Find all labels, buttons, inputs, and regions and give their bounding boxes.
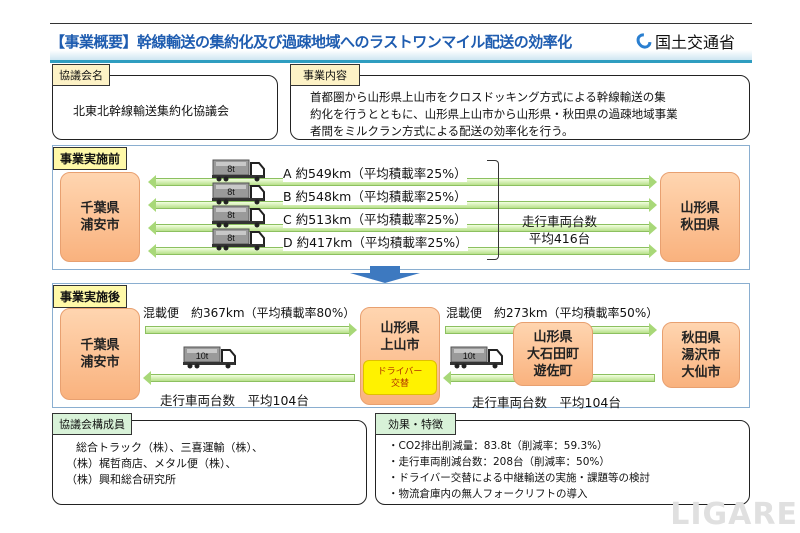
members-label: 協議会構成員	[52, 413, 132, 435]
after-origin: 千葉県浦安市	[60, 308, 140, 400]
route-label: D 約417km（平均積載率25%）	[283, 232, 468, 251]
logo-icon	[633, 30, 655, 52]
origin-line: 浦安市	[80, 218, 120, 233]
before-vehicles: 走行車両台数平均416台	[522, 213, 597, 247]
after-label: 事業実施後	[53, 285, 128, 308]
leg1-text: 混載便 約367km（平均積載率80%）	[143, 306, 356, 320]
driver-swap-badge: ドライバー交替	[363, 360, 437, 395]
svg-text:8t: 8t	[227, 187, 235, 197]
effect-line: ・CO2排出削減量：83.8t（削減率：59.3%）	[388, 440, 608, 452]
driver-line: ドライバー	[377, 366, 423, 377]
dest-line: 山形県	[680, 201, 720, 216]
origin-line: 浦安市	[80, 355, 120, 370]
member-line: 総合トラック（株）、三喜運輸（株）、	[76, 441, 263, 454]
truck-icon: 8t	[212, 204, 266, 232]
down-arrow-icon	[370, 266, 400, 274]
leg1-return-arrow	[143, 371, 355, 385]
down-arrow-head-icon	[350, 273, 420, 283]
hub-line: 山形県	[380, 321, 420, 336]
council-name: 北東北幹線輸送集約化協議会	[73, 104, 230, 118]
svg-text:8t: 8t	[227, 164, 235, 174]
content-box	[290, 75, 750, 140]
effect-line: ・ドライバー交替による中継輸送の実施・課題等の検討	[388, 472, 650, 484]
effect-line: ・物流倉庫内の無人フォークリフトの導入	[388, 488, 588, 500]
origin-line: 千葉県	[80, 338, 120, 353]
logo-text: 国土交通省	[655, 33, 736, 52]
truck-icon: 8t	[212, 181, 266, 209]
effect-line: ・走行車両削減台数：208台（削減率：50%）	[388, 456, 610, 468]
route-label: B 約548km（平均積載率25%）	[283, 186, 467, 205]
vehicles-count: 平均416台	[528, 231, 591, 246]
council-label: 協議会名	[52, 64, 110, 86]
mid-line: 大石田町	[526, 346, 579, 362]
hub-line: 上山市	[380, 338, 420, 353]
content-line: 者間をミルクラン方式による配送の効率化を行う。	[310, 124, 574, 138]
dest-line: 大仙市	[681, 364, 721, 380]
leg2-text: 混載便 約273km（平均積載率50%）	[446, 306, 659, 320]
svg-text:10t: 10t	[196, 351, 209, 361]
mid-line: 遊佐町	[533, 363, 573, 379]
leg2-vehicles: 走行車両台数 平均104台	[472, 395, 621, 410]
truck-icon: 8t	[212, 158, 266, 186]
before-dest: 山形県秋田県	[660, 172, 740, 262]
mid-line: 山形県	[533, 329, 573, 345]
truck-icon: 8t	[212, 227, 266, 255]
watermark: LIGARE	[670, 497, 798, 532]
svg-text:8t: 8t	[227, 210, 235, 220]
driver-line: 交替	[390, 378, 409, 389]
route-label: A 約549km（平均積載率25%）	[283, 163, 467, 182]
before-label: 事業実施前	[53, 147, 128, 170]
title-band	[50, 50, 752, 60]
after-dest: 秋田県湯沢市大仙市	[662, 322, 740, 388]
route-label: C 約513km（平均積載率25%）	[283, 209, 467, 228]
svg-text:8t: 8t	[227, 233, 235, 243]
dest-line: 秋田県	[681, 330, 721, 346]
truck-icon: 10t	[183, 345, 237, 373]
effects-label: 効果・特徴	[375, 413, 456, 435]
member-line: （株）興和総合研究所	[66, 473, 176, 486]
vehicles-label: 走行車両台数	[522, 214, 598, 229]
top-rule	[50, 23, 752, 24]
content-text: 首都圏から山形県上山市をクロスドッキング方式による幹線輸送の集 約化を行うととも…	[310, 89, 678, 140]
after-mid: 山形県大石田町遊佐町	[513, 322, 593, 386]
mlit-logo: 国土交通省	[633, 29, 736, 53]
members-text: 総合トラック（株）、三喜運輸（株）、 （株）梶哲商店、メタル便（株）、 （株）興…	[66, 440, 263, 488]
content-label: 事業内容	[290, 64, 360, 86]
content-line: 首都圏から山形県上山市をクロスドッキング方式による幹線輸送の集	[310, 90, 666, 104]
member-line: （株）梶哲商店、メタル便（株）、	[66, 457, 237, 470]
svg-text:10t: 10t	[463, 351, 476, 361]
truck-icon: 10t	[450, 345, 504, 373]
origin-line: 千葉県	[80, 201, 120, 216]
route-bracket	[487, 160, 499, 260]
leg1-forward-arrow	[145, 323, 357, 337]
leg1-vehicles: 走行車両台数 平均104台	[160, 393, 309, 408]
content-line: 約化を行うとともに、山形県上山市から山形県・秋田県の過疎地域事業	[310, 107, 678, 121]
dest-line: 秋田県	[680, 218, 720, 233]
effects-text: ・CO2排出削減量：83.8t（削減率：59.3%） ・走行車両削減台数：208…	[388, 438, 650, 502]
title-underline	[50, 60, 752, 63]
dest-line: 湯沢市	[681, 347, 721, 363]
page-title: 【事業概要】幹線輸送の集約化及び過疎地域へのラストワンマイル配送の効率化	[50, 33, 572, 51]
before-origin: 千葉県浦安市	[60, 172, 140, 262]
